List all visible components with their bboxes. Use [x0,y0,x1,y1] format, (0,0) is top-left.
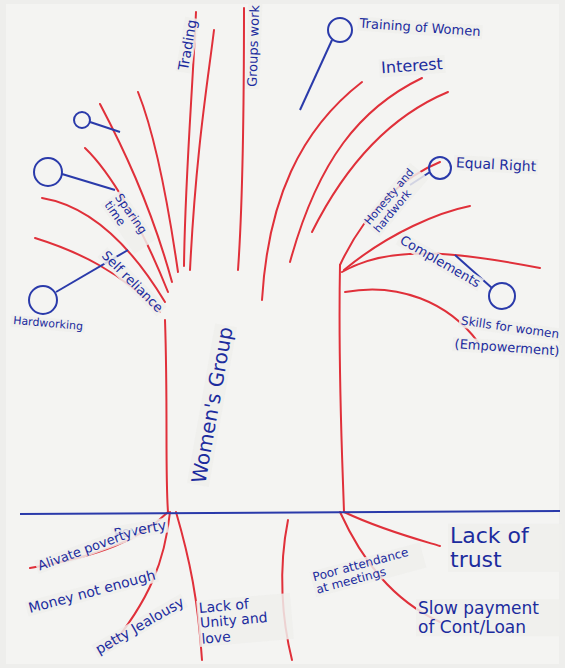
tree-label: Lack of trust [448,524,562,572]
ground-line [20,511,560,514]
tree-label: Groups work [245,3,262,89]
tree-label: Lack of Unity and love [196,593,294,647]
fruit-circles [29,18,515,314]
tree-label: Slow payment of Cont/Loan [416,599,560,636]
